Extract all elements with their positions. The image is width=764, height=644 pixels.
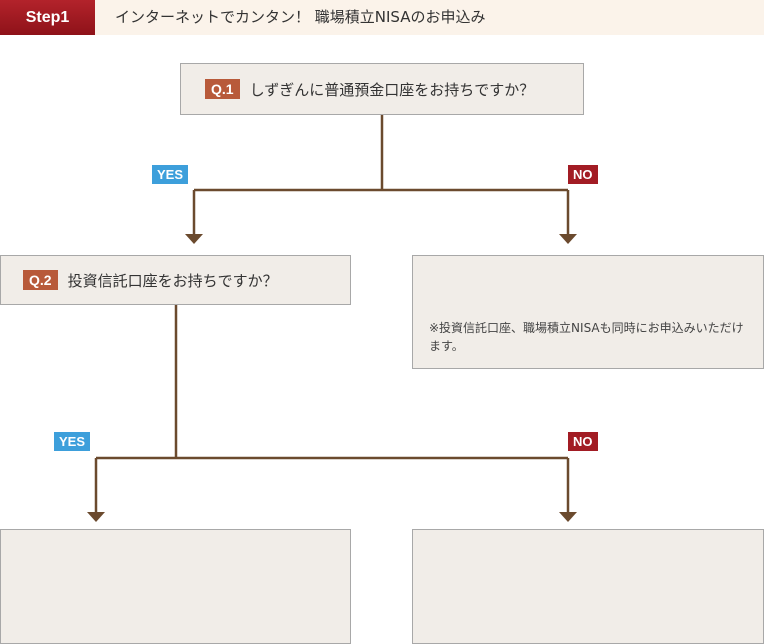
q1-no-tag: NO [568, 165, 598, 184]
q2-yes-tag: YES [54, 432, 91, 451]
question-2-box: Q.2 投資信託口座をお持ちですか？ [0, 255, 351, 305]
q1-no-arrowhead [559, 234, 577, 244]
q1-yes-tag: YES [152, 165, 189, 184]
q2-yes-arrowhead [87, 512, 105, 522]
no-account-note: ※投資信託口座、職場積立NISAも同時にお申込みいただけます。 [429, 321, 744, 353]
q2-no-tag: NO [568, 432, 598, 451]
q1-badge: Q.1 [205, 79, 240, 99]
question-1-box: Q.1 しずぎんに普通預金口座をお持ちですか？ [180, 63, 584, 115]
q2-yes-result-box [0, 529, 351, 644]
q2-no-arrowhead [559, 512, 577, 522]
step-badge: Step1 [0, 0, 95, 35]
header-bar [0, 0, 764, 35]
q1-text: しずぎんに普通預金口座をお持ちですか？ [249, 80, 535, 99]
page-title: インターネットでカンタン！ 職場積立NISAのお申込み [115, 8, 486, 26]
q2-badge: Q.2 [23, 270, 58, 290]
q2-text: 投資信託口座をお持ちですか？ [67, 271, 278, 290]
no-account-result-box: ※投資信託口座、職場積立NISAも同時にお申込みいただけます。 [412, 255, 764, 369]
q2-no-result-box [412, 529, 764, 644]
q1-yes-arrowhead [185, 234, 203, 244]
